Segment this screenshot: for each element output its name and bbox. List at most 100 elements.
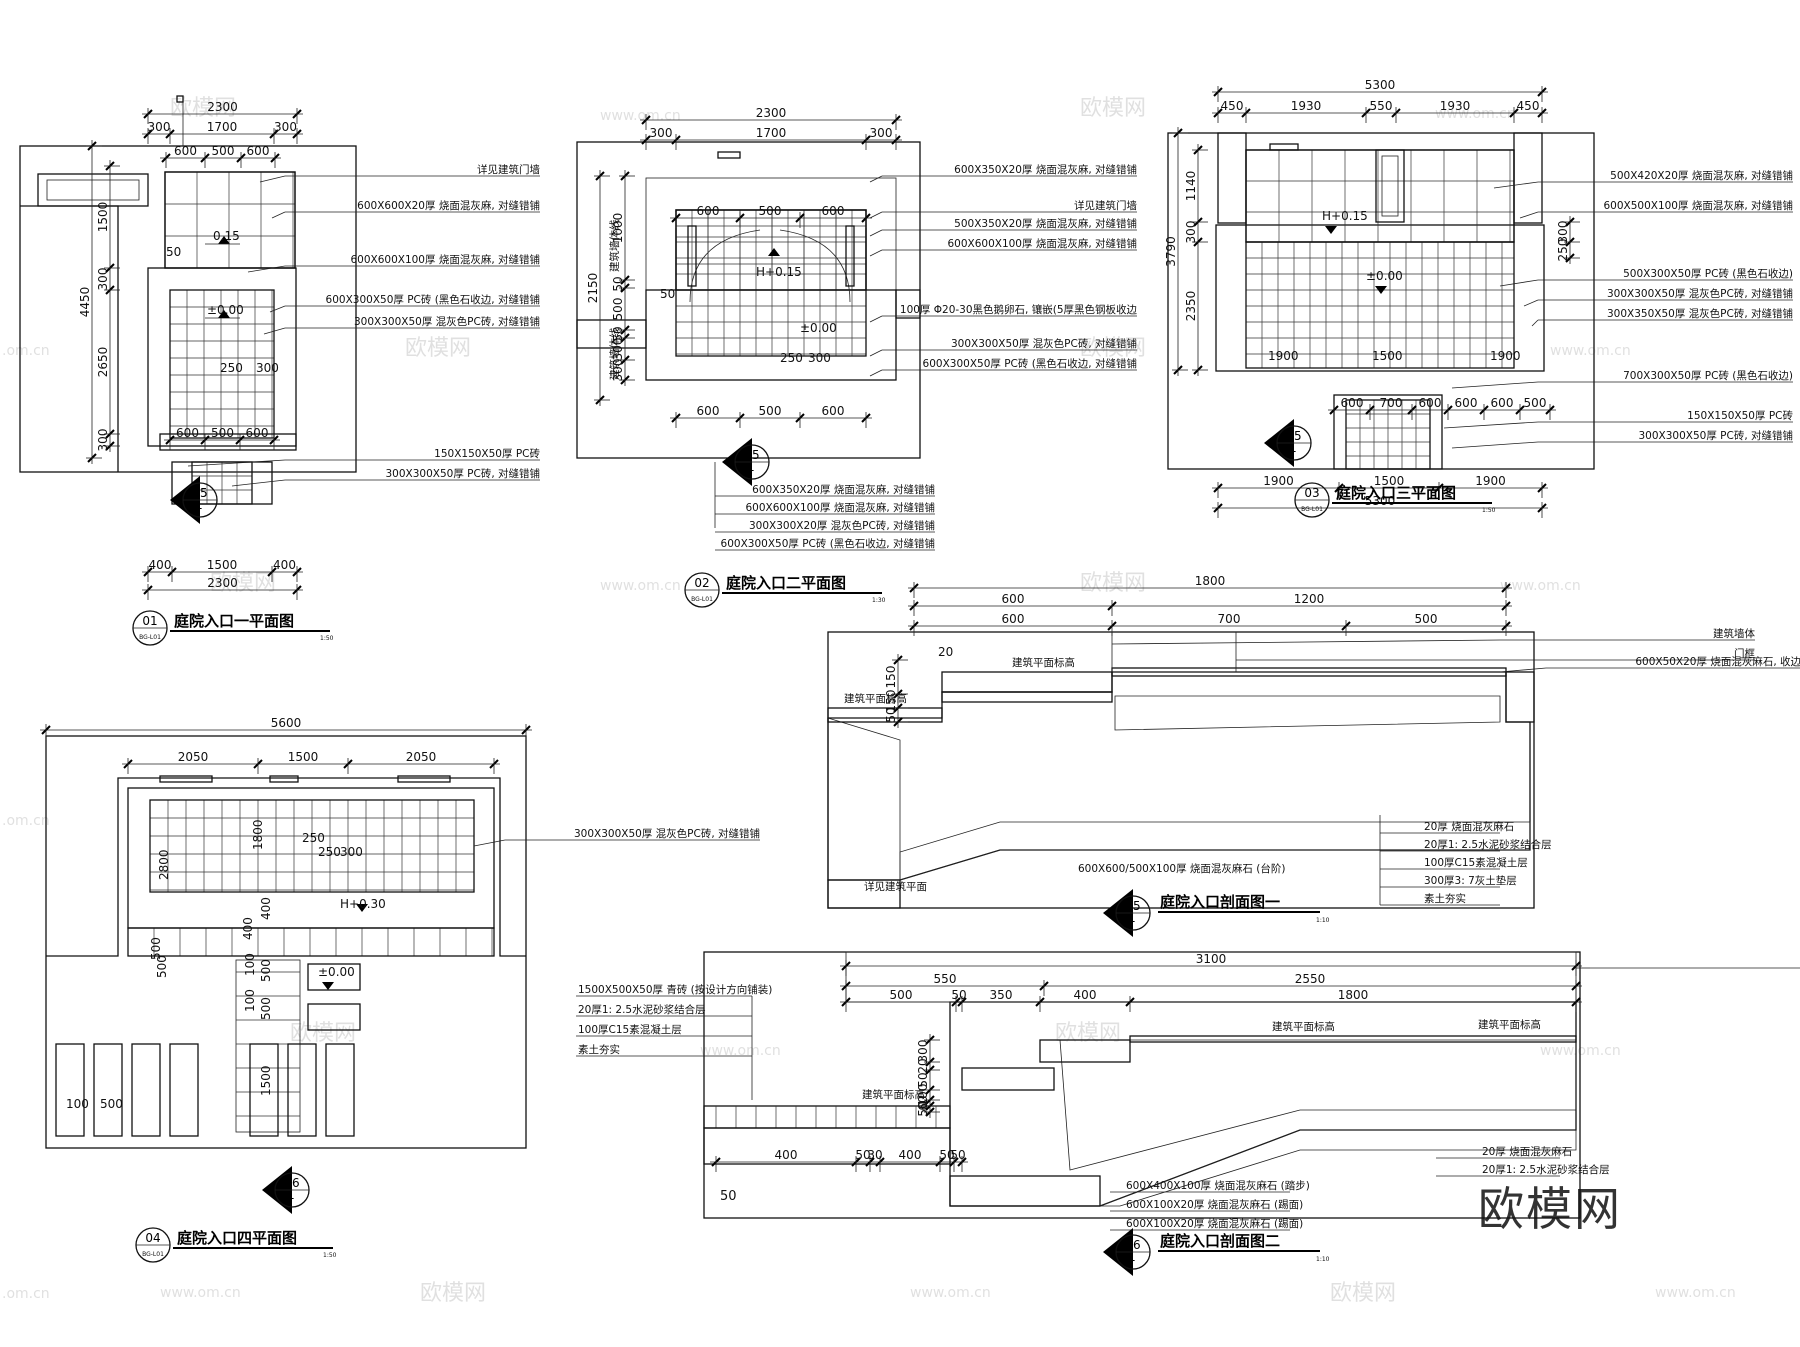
sec2-layer-right: 20厚 烧面混灰麻石 [1482, 1145, 1572, 1158]
plan3-gravel [1215, 224, 1545, 372]
watermark-site: www.om.cn [600, 108, 681, 124]
plan4-section-mark-number: 06 [284, 1176, 299, 1190]
plan1-level-text: 0.15 [213, 229, 240, 243]
plan3-upper [1245, 149, 1515, 243]
watermark-site: www.om.cn [160, 1285, 241, 1301]
plan4-dim-top-text: 1500 [288, 750, 319, 764]
leader-line [1519, 211, 1539, 219]
sec2-dim-extra: 50 [720, 1189, 737, 1204]
plan4-dim-inner: 500 [259, 997, 273, 1020]
plan2-level-mark [768, 248, 780, 256]
plan2-pebble-right [895, 289, 921, 319]
plan2-dim-inner-text: 500 [759, 204, 782, 218]
plan2-dim-left-text: 300 [611, 338, 625, 361]
sec1-label-level: 建筑平面标高 [1012, 656, 1075, 669]
plan2-section-mark-dash: - [750, 463, 754, 477]
watermark-brand: 欧模网 [1080, 571, 1146, 596]
plan2-gravel [645, 289, 897, 381]
plan1-level-mark [218, 236, 230, 244]
sec1-dim-small: 20 [938, 645, 953, 659]
plan3-note: 700X300X50厚 PC砖 (黑色石收边) [1623, 369, 1793, 382]
plan4-dim-inner: 1500 [259, 1065, 273, 1096]
sec1-section-mark-number: 05 [1125, 899, 1140, 913]
sec2-section-mark-dash: - [1131, 1253, 1135, 1267]
plan3-dim-top-text: 1930 [1291, 99, 1322, 113]
leader-line [1499, 667, 1547, 673]
plan4-dim-top-text: 2050 [178, 750, 209, 764]
plan4-dim-inner: 400 [259, 897, 273, 920]
sec1-label-edge: 600X50X20厚 烧面混灰麻石, 收边 [1635, 655, 1800, 668]
plan3-dim-inner: 1500 [1372, 349, 1403, 363]
plan3-dim-inner: 1900 [1268, 349, 1299, 363]
leader-line [869, 175, 883, 183]
sec1-label-steps: 600X600/500X100厚 烧面混灰麻石 (台阶) [1078, 862, 1285, 875]
plan2-wall-label: 建筑墙体线 [608, 219, 621, 272]
plan2-level-text: ±0.00 [800, 321, 837, 335]
plan1-frame [19, 145, 357, 473]
sec1-dim-top-text: 1800 [1195, 574, 1226, 588]
plan4-dim-inner: 500 [149, 937, 163, 960]
watermark-brand: 欧模网 [420, 1281, 486, 1306]
sec1-dim-top-text: 500 [1415, 612, 1438, 626]
plan2-dim-small: 50 [660, 287, 675, 301]
plan2-door-swing [689, 229, 761, 303]
plan1-dim-inner-text: 500 [211, 426, 234, 440]
sec2-dim-left-text: 20 [916, 1058, 930, 1073]
plan1-dim-small: 300 [256, 361, 279, 375]
plan1-dim-left-text: 300 [96, 429, 110, 452]
plan1-dim-inner-text: 600 [246, 426, 269, 440]
plan2-wall-label: 建筑墙体线 [608, 327, 621, 380]
watermark-brand: 欧模网 [1080, 336, 1146, 361]
plan1-wall-line [20, 205, 119, 472]
leader-line [259, 175, 286, 183]
plan1-dim-small: 250 [220, 361, 243, 375]
sec1-lower-stone [827, 707, 943, 723]
plan3-dim-top-text: 1930 [1440, 99, 1471, 113]
plan1-side-box-inner [46, 179, 140, 201]
watermark-site: .om.cn [2, 1286, 50, 1302]
plan4-level-box [307, 963, 361, 991]
sec2-title: 庭院入口剖面图二 [1160, 1232, 1280, 1250]
plan4-stone-box [307, 1003, 361, 1031]
plan4-section-mark-dash: - [290, 1191, 294, 1205]
plan3-dim-top-text: 550 [1370, 99, 1393, 113]
plan2-dim-top-text: 300 [650, 126, 673, 140]
sec2-dim-bottom-text: 50 [950, 1148, 965, 1162]
plan2-note: 100厚 Φ20-30黑色鹅卵石, 镶嵌(5厚黑色钢板收边 [900, 303, 1138, 316]
plan2-dim-inner-text: 600 [697, 204, 720, 218]
leader-line [231, 479, 286, 487]
plan3-note: 500X300X50厚 PC砖 (黑色石收边) [1623, 267, 1793, 280]
plan1-paving-border [169, 289, 275, 439]
plan4-dim-inner: 1800 [251, 819, 265, 850]
plan4-window [159, 775, 213, 783]
plan2-dim-top-text: 300 [870, 126, 893, 140]
plan3-dim-step-text: 700 [1380, 396, 1403, 410]
plan4-dim-inner: 500 [100, 1097, 123, 1111]
plan3-dim-top-text: 5300 [1365, 78, 1396, 92]
sec2-dim-top-text: 1800 [1338, 988, 1369, 1002]
plan3-pier-left [1217, 132, 1247, 224]
plan2-section-mark-number: 05 [744, 448, 759, 462]
plan1-upper-paving-border [164, 171, 296, 269]
plan1-note: 详见建筑门墙 [477, 163, 540, 176]
plan2-dim-left-text: 50 [611, 326, 625, 341]
sec2-dim-top-text: 400 [1074, 988, 1097, 1002]
plan3-dim-inner: 1900 [1490, 349, 1521, 363]
watermark-brand: 欧模网 [210, 571, 276, 596]
plan1-dim-left-text: 1500 [96, 202, 110, 233]
sec1-label-door: 门框 [1734, 647, 1756, 660]
plan4-dim-inner: 400 [241, 917, 255, 940]
leader-line [473, 839, 506, 847]
plan1-note: 600X300X50厚 PC砖 (黑色石收边, 对缝错铺 [326, 293, 540, 306]
leader-line [1493, 181, 1539, 189]
leader-line [263, 327, 286, 335]
plan3-dim-left-text: 2350 [1184, 291, 1198, 322]
plan2-dim-left-text: 500 [611, 298, 625, 321]
plan3-dim-top-text: 450 [1517, 99, 1540, 113]
watermark-site: www.om.cn [1550, 343, 1631, 359]
plan4-dim-inner: 500 [155, 955, 169, 978]
sec2-brick [703, 1105, 951, 1129]
plan2-dim-left-text: 2150 [586, 273, 600, 304]
sec2-dim-bottom-text: 50 [939, 1148, 954, 1162]
